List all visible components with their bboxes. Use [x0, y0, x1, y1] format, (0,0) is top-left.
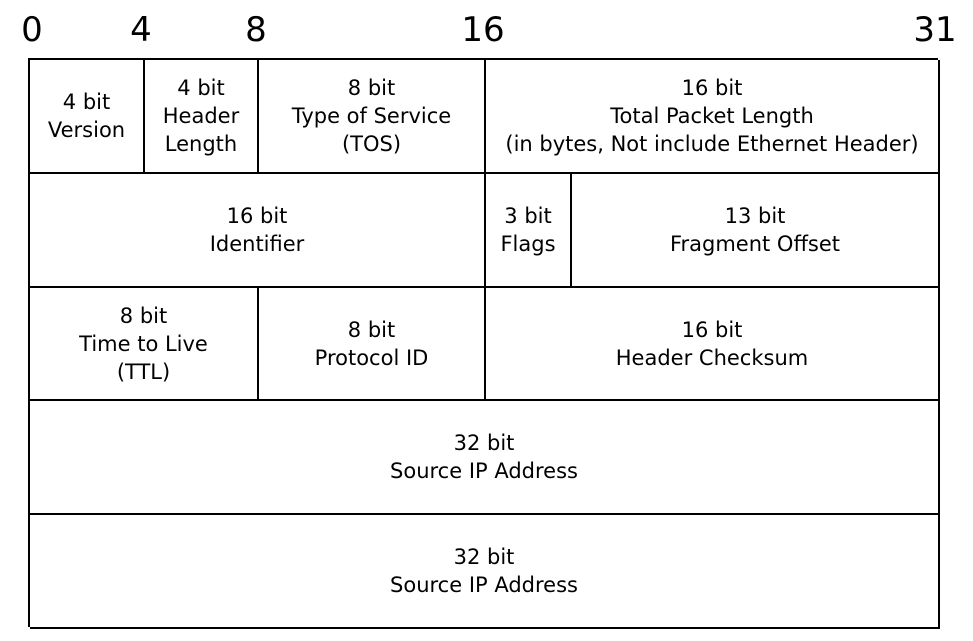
bit-marker-16: 16: [461, 10, 505, 50]
field-fragment-offset-size: 13 bit: [724, 204, 786, 228]
field-source-ip-size: 32 bit: [453, 431, 515, 455]
field-protocol-name: Protocol ID: [314, 345, 429, 370]
field-header-length-name-1: Header: [162, 104, 240, 128]
bit-marker-8: 8: [245, 10, 267, 50]
field-total-length-note: (in bytes, Not include Ethernet Header): [505, 132, 919, 156]
field-tos-abbr: (TOS): [341, 132, 402, 156]
field-identifier-name: Identifier: [209, 232, 305, 256]
field-source-ip-address-2: 32 bit Source IP Address: [30, 515, 940, 629]
field-identifier-size: 16 bit: [226, 204, 288, 228]
bit-marker-4: 4: [130, 10, 152, 50]
field-header-length-size: 4 bit: [177, 76, 225, 100]
field-header-length: 4 bit Header Length: [145, 60, 259, 174]
field-flags: 3 bit Flags: [486, 174, 572, 288]
field-type-of-service: 8 bit Type of Service (TOS): [259, 60, 486, 174]
field-identifier: 16 bit Identifier: [30, 174, 486, 288]
field-flags-name: Flags: [500, 232, 556, 256]
field-fragment-offset-name: Fragment Offset: [669, 232, 841, 256]
field-total-length-size: 16 bit: [681, 76, 743, 100]
bit-marker-31: 31: [913, 10, 957, 50]
field-fragment-offset: 13 bit Fragment Offset: [572, 174, 940, 288]
field-checksum-size: 16 bit: [681, 317, 743, 342]
field-ttl-abbr: (TTL): [116, 359, 171, 384]
field-header-checksum: 16 bit Header Checksum: [486, 288, 940, 401]
field-header-length-name-2: Length: [164, 132, 238, 156]
field-source-ip-2-name: Source IP Address: [390, 573, 578, 597]
field-protocol-size: 8 bit: [347, 317, 396, 342]
field-flags-size: 3 bit: [504, 204, 552, 228]
field-ttl-size: 8 bit: [119, 303, 168, 328]
field-source-ip-address: 32 bit Source IP Address: [30, 401, 940, 515]
field-total-length-name: Total Packet Length: [610, 104, 814, 128]
field-source-ip-name: Source IP Address: [390, 459, 578, 483]
field-tos-size: 8 bit: [347, 76, 396, 100]
field-version-size: 4 bit: [62, 90, 111, 114]
field-version: 4 bit Version: [30, 60, 145, 174]
field-ttl-name: Time to Live: [79, 331, 208, 356]
field-version-name: Version: [47, 118, 126, 142]
bit-marker-0: 0: [21, 10, 43, 50]
field-tos-name: Type of Service: [291, 104, 452, 128]
field-time-to-live: 8 bit Time to Live (TTL): [30, 288, 259, 401]
field-source-ip-2-size: 32 bit: [453, 545, 515, 569]
ip-header-diagram: 4 bit Version 4 bit Header Length 8 bit …: [28, 58, 940, 629]
field-protocol-id: 8 bit Protocol ID: [259, 288, 486, 401]
field-checksum-name: Header Checksum: [615, 345, 809, 370]
field-total-packet-length: 16 bit Total Packet Length (in bytes, No…: [486, 60, 940, 174]
